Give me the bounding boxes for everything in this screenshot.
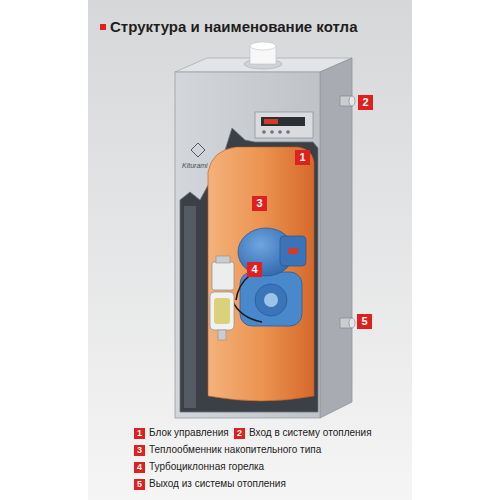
boiler-body: [175, 42, 352, 418]
grey-panel: [88, 0, 412, 500]
legend-text: Вход в систему отопления: [249, 426, 372, 440]
callout-number: 5: [357, 314, 372, 329]
logo-diamond: [191, 143, 205, 157]
title-bullet: [100, 24, 106, 30]
legend-number: 5: [134, 479, 145, 490]
outlet-pipe: [340, 318, 355, 328]
legend-number: 4: [134, 462, 145, 473]
burner: [232, 228, 306, 326]
legend-number: 2: [234, 428, 245, 439]
inlet-pipe: [340, 96, 355, 106]
legend-text: Выход из системы отопления: [149, 477, 286, 491]
heat-exchanger: [208, 147, 314, 401]
legend-number: 1: [134, 428, 145, 439]
boiler-front: [175, 72, 320, 418]
page-title: Структура и наименование котла: [110, 18, 357, 36]
legend-text: Блок управления: [149, 426, 229, 440]
callout-number: 3: [252, 196, 267, 211]
legend-number: 3: [134, 445, 145, 456]
control-panel: [255, 112, 313, 138]
flue-top: [250, 42, 276, 50]
brand-logo-text: Kiturami: [182, 161, 208, 170]
legend-text: Турбоциклонная горелка: [149, 460, 264, 474]
inner-wall: [184, 206, 196, 408]
callout-number: 2: [358, 95, 373, 110]
callout-number: 1: [295, 150, 310, 165]
boiler-side: [320, 58, 352, 418]
cutaway-interior: [180, 128, 318, 412]
gas-valve: [210, 256, 234, 340]
callout-number: 4: [247, 262, 262, 277]
legend-text: Теплообменник накопительного типа: [149, 443, 321, 457]
